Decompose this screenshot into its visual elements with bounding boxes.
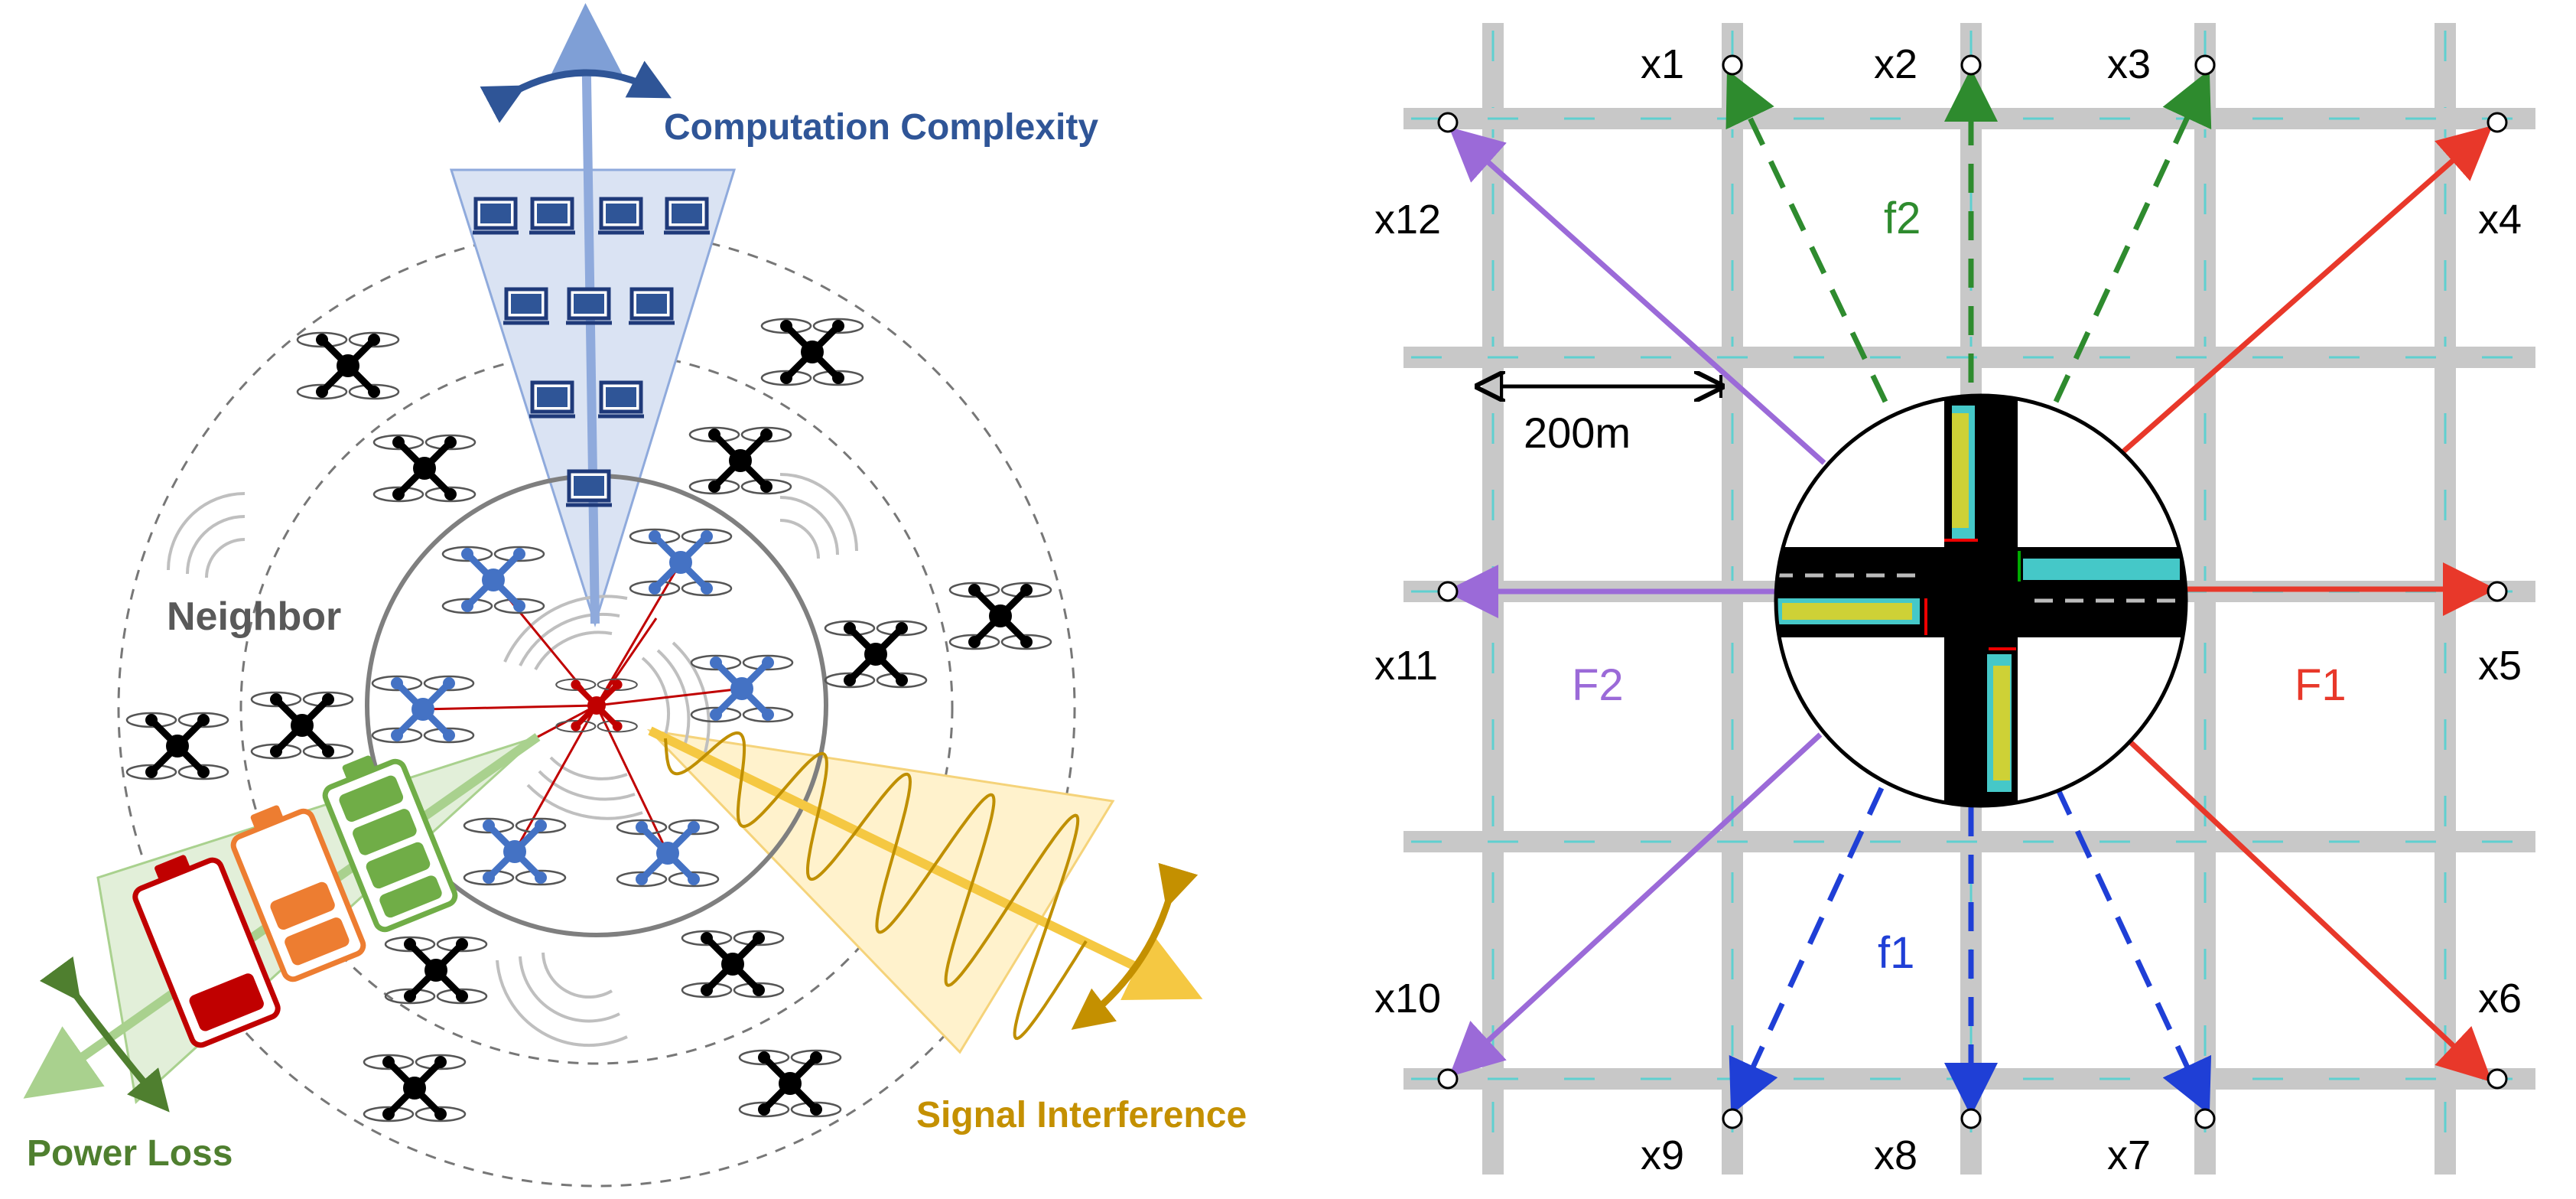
node-marker bbox=[2487, 1068, 2508, 1090]
battery-low-icon bbox=[132, 855, 281, 1048]
node-marker bbox=[1722, 1108, 1743, 1129]
power-loss-label: Power Loss bbox=[27, 1133, 233, 1174]
scale-label: 200m bbox=[1524, 409, 1631, 457]
far-uav-icon bbox=[125, 712, 229, 780]
node-label-x4: x4 bbox=[2478, 197, 2522, 243]
far-uav-icon bbox=[296, 331, 400, 400]
node-label-x6: x6 bbox=[2478, 976, 2522, 1021]
center-uav-icon bbox=[555, 678, 638, 733]
far-uav-icon bbox=[738, 1049, 842, 1118]
flow-F1-arrows bbox=[2113, 125, 2496, 1083]
computer-icon bbox=[473, 197, 519, 235]
signal-waveform bbox=[664, 731, 1088, 1041]
node-label-x1: x1 bbox=[1641, 41, 1684, 87]
traffic-grid-panel: 200m bbox=[1374, 23, 2535, 1178]
node-markers bbox=[1437, 54, 2508, 1129]
far-uav-icon bbox=[384, 936, 488, 1005]
battery-full-icon bbox=[322, 755, 458, 933]
computer-icon bbox=[598, 197, 644, 235]
computer-icon bbox=[566, 469, 612, 507]
signal-arcs bbox=[167, 473, 858, 1047]
signal-interference-label: Signal Interference bbox=[916, 1095, 1247, 1135]
signal-rotate-icon bbox=[1071, 862, 1199, 1030]
flow-f2-arrows bbox=[1725, 68, 2212, 403]
far-uav-icon bbox=[372, 434, 476, 503]
node-label-x8: x8 bbox=[1874, 1132, 1917, 1178]
node-label-x9: x9 bbox=[1641, 1132, 1684, 1178]
computer-icon bbox=[503, 287, 549, 325]
neighbor-uav-icon bbox=[441, 546, 545, 614]
node-marker bbox=[1437, 112, 1459, 133]
node-marker bbox=[1722, 54, 1743, 76]
node-marker bbox=[1960, 54, 1982, 76]
node-label-x7: x7 bbox=[2107, 1132, 2151, 1178]
neighbor-uav-icon bbox=[690, 654, 794, 723]
neighbor-uav-icon bbox=[371, 675, 475, 744]
computer-icon bbox=[629, 287, 675, 325]
intersection-zoom bbox=[1774, 393, 2188, 808]
neighbor-uav-icon bbox=[629, 528, 733, 597]
battery-medium-icon bbox=[230, 805, 366, 982]
node-label-x3: x3 bbox=[2107, 41, 2151, 87]
neighbor-uav-icon bbox=[463, 817, 567, 886]
far-uav-icon bbox=[681, 930, 785, 999]
computer-icons bbox=[473, 197, 710, 507]
neighbor-uav-icon bbox=[616, 819, 720, 888]
signal-sector bbox=[646, 728, 1115, 1054]
flow-label-F1: F1 bbox=[2295, 660, 2347, 710]
computation-rotate-icon bbox=[480, 60, 672, 123]
node-marker bbox=[1960, 1108, 1982, 1129]
far-uav-icon bbox=[688, 426, 792, 495]
node-marker bbox=[1437, 1068, 1459, 1090]
node-marker bbox=[2194, 1108, 2216, 1129]
computer-icon bbox=[664, 197, 710, 235]
far-uav-icon bbox=[760, 318, 864, 386]
flow-label-F2: F2 bbox=[1572, 660, 1624, 710]
node-label-x12: x12 bbox=[1374, 197, 1441, 243]
node-marker bbox=[2194, 54, 2216, 76]
neighbor-label: Neighbor bbox=[167, 595, 341, 639]
power-rotate-icon bbox=[39, 956, 170, 1113]
computation-axis-arrow bbox=[549, 3, 623, 624]
far-uav-icon bbox=[363, 1054, 467, 1122]
node-label-x10: x10 bbox=[1374, 976, 1441, 1021]
flow-F2-arrows bbox=[1445, 126, 1826, 1077]
uav-network-panel: Computation Complexity Neighbor Power Lo… bbox=[23, 3, 1247, 1188]
node-marker bbox=[2487, 581, 2508, 602]
computer-icon bbox=[529, 197, 575, 235]
computer-icon bbox=[566, 287, 612, 325]
node-label-x11: x11 bbox=[1374, 643, 1438, 689]
node-marker bbox=[1437, 581, 1459, 602]
node-label-x2: x2 bbox=[1874, 41, 1917, 87]
node-label-x5: x5 bbox=[2478, 643, 2522, 689]
far-uav-icon bbox=[824, 620, 928, 689]
computation-complexity-label: Computation Complexity bbox=[664, 107, 1098, 148]
flow-label-f1: f1 bbox=[1878, 928, 1914, 978]
flow-label-f2: f2 bbox=[1884, 194, 1921, 243]
uav-fleet bbox=[125, 318, 1052, 1122]
flow-f1-arrows bbox=[1729, 787, 2212, 1116]
computer-icon bbox=[529, 380, 575, 419]
far-uav-icon bbox=[250, 691, 354, 760]
far-uav-icon bbox=[948, 582, 1052, 650]
node-marker bbox=[2487, 112, 2508, 133]
computer-icon bbox=[598, 380, 644, 419]
